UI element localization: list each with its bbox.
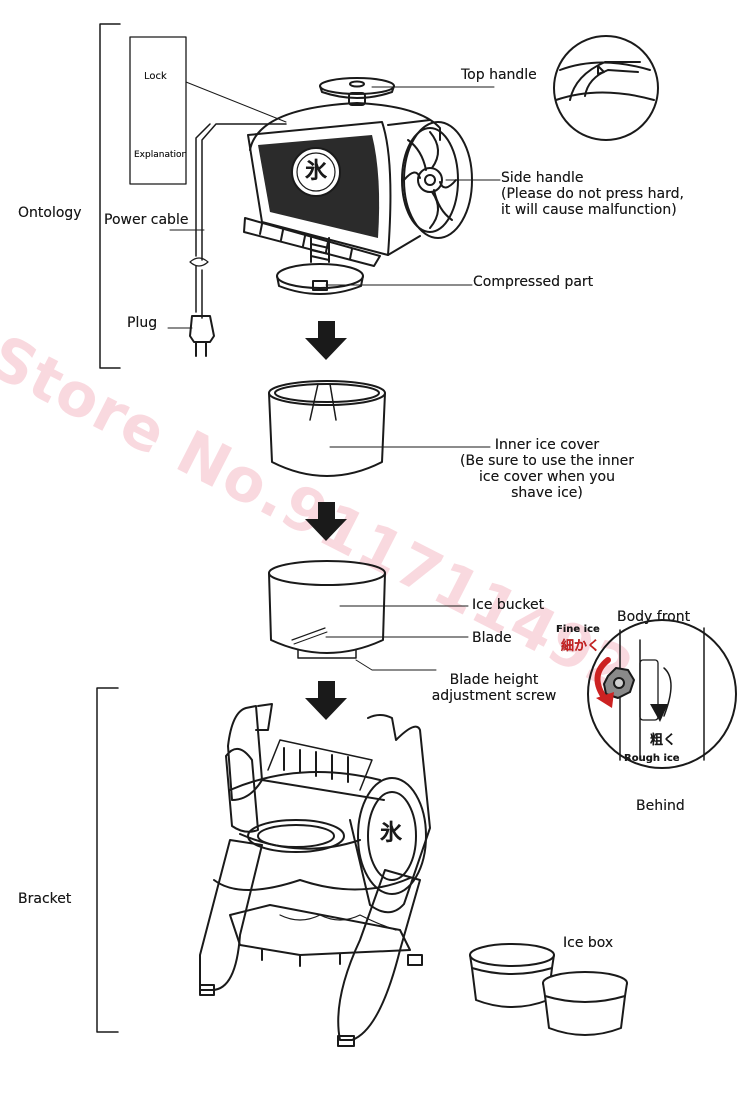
side-handle-line-3: it will cause malfunction) [501,202,677,218]
power-cable [195,123,287,319]
top-handle-inset [553,35,659,141]
side-handle-line-1: Side handle [501,170,584,186]
ice-box-2-illustration [542,971,628,1036]
explanation-label: Explanation [134,150,188,160]
behind-label: Behind [636,798,685,814]
power-cable-label: Power cable [104,212,189,228]
top-unit-illustration [243,77,473,295]
plug-label: Plug [127,315,158,331]
blade-height-line-1: Blade height [449,672,539,688]
ice-bucket-label: Ice bucket [472,597,545,613]
ice-box-1-illustration [469,943,555,1008]
side-handle-label: Side handle (Please do not press hard, i… [501,170,684,218]
stand-illustration [199,703,431,1047]
lock-leader [185,81,287,123]
inner-ice-cover-line-4: shave ice) [511,485,583,501]
body-front-label: Body front [617,609,691,625]
front-panel-kanji: 氷 [305,159,328,184]
rough-ice-jp-label: 粗く [650,733,677,748]
rough-ice-label: Rough ice [624,753,680,764]
blade-height-line-2: adjustment screw [431,688,557,704]
lock-explanation-box [129,36,187,185]
ice-box-label: Ice box [563,935,614,951]
top-handle-label: Top handle [461,67,537,83]
ontology-label: Ontology [18,205,82,221]
down-arrow-2 [305,502,347,541]
behind-inset [587,619,737,769]
fine-ice-label: Fine ice [556,624,600,635]
down-arrow-3 [305,681,347,720]
bracket-bracket [96,687,119,1033]
side-handle-line-2: (Please do not press hard, [501,186,684,202]
plug-illustration [189,315,215,357]
down-arrow-1 [305,321,347,360]
inner-ice-cover-line-3: ice cover when you [478,469,615,485]
blade-height-leader [355,659,437,671]
blade-height-label: Blade height adjustment screw [424,672,564,704]
ice-bucket-illustration [268,560,386,659]
inner-ice-cover-label: Inner ice cover (Be sure to use the inne… [452,437,642,501]
fine-ice-jp-label: 細かく [561,639,601,654]
inner-ice-cover-line-2: (Be sure to use the inner [460,453,634,469]
stand-kanji: 氷 [380,821,403,846]
inner-ice-cover-illustration [268,380,386,477]
inner-ice-cover-line-1: Inner ice cover [494,437,600,453]
bracket-label: Bracket [18,891,72,907]
compressed-part-label: Compressed part [473,274,594,290]
lock-label: Lock [144,71,167,82]
ontology-bracket [99,23,121,369]
blade-label: Blade [472,630,512,646]
